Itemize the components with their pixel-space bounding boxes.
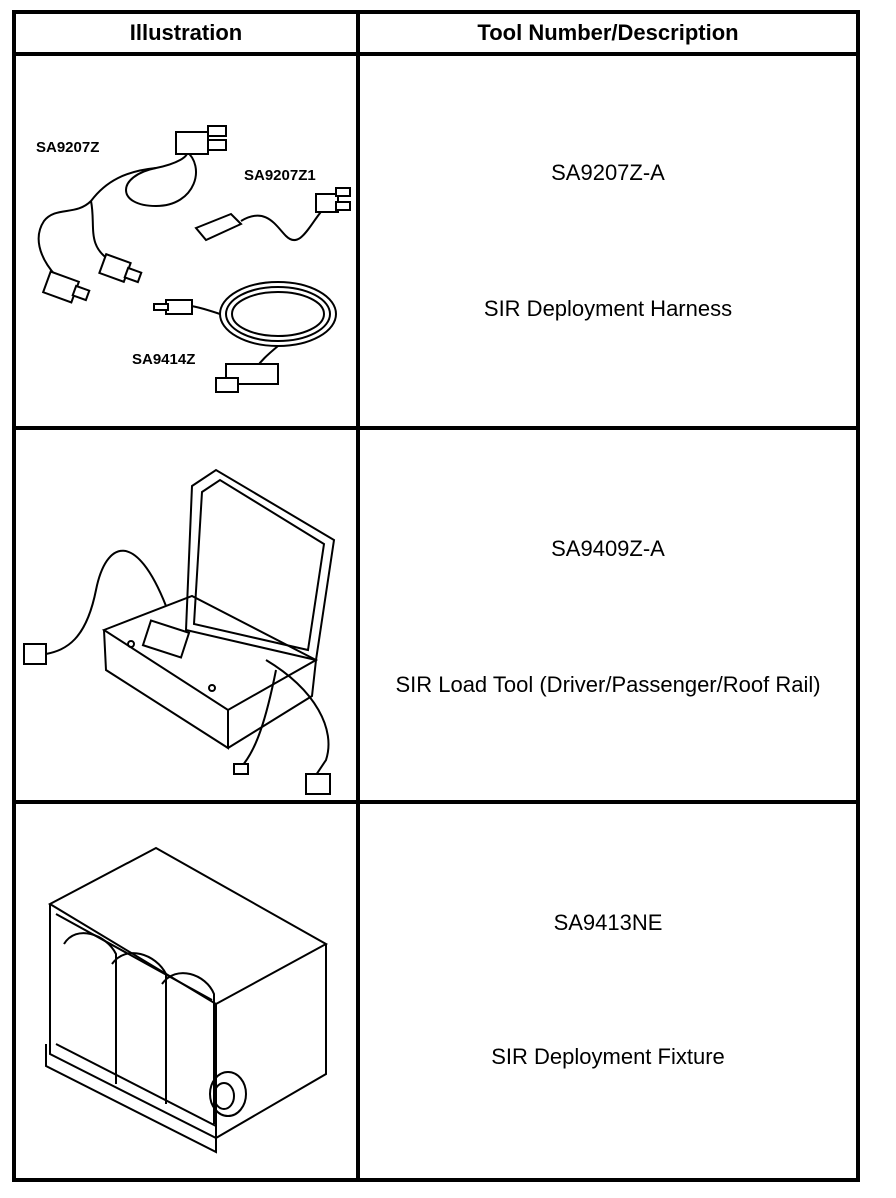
table-border-bottom (12, 1178, 860, 1182)
callout-sa9414z: SA9414Z (132, 351, 195, 368)
tool-description: SIR Deployment Fixture (491, 1044, 725, 1069)
row-divider-2 (12, 800, 860, 804)
illustration-load-tool (16, 430, 356, 800)
tool-description: SIR Load Tool (Driver/Passenger/Roof Rai… (395, 672, 821, 697)
illustration-deployment-harness: SA9207Z SA9207Z1 SA9414Z (16, 56, 356, 426)
description-cell-1: SA9207Z-A SIR Deployment Harness (360, 56, 856, 426)
callout-sa9207z1: SA9207Z1 (244, 167, 316, 184)
table-border-top (12, 10, 860, 14)
table-border-right (856, 10, 860, 1182)
tool-number: SA9409Z-A (551, 536, 665, 561)
illustration-deployment-fixture (16, 804, 356, 1178)
header-divider (12, 52, 860, 56)
description-cell-3: SA9413NE SIR Deployment Fixture (360, 804, 856, 1178)
description-cell-2: SA9409Z-A SIR Load Tool (Driver/Passenge… (360, 430, 856, 800)
tool-description: SIR Deployment Harness (483, 296, 733, 321)
table-border-left (12, 10, 16, 1182)
tool-number: SA9413NE (553, 910, 663, 935)
header-tool-number-description: Tool Number/Description (477, 20, 739, 45)
tool-table: Illustration Tool Number/Description (12, 10, 860, 1182)
header-illustration: Illustration (129, 20, 243, 45)
tool-number: SA9207Z-A (551, 160, 665, 185)
row-divider-1 (12, 426, 860, 430)
column-divider (356, 10, 360, 1182)
callout-sa9207z: SA9207Z (36, 139, 99, 156)
